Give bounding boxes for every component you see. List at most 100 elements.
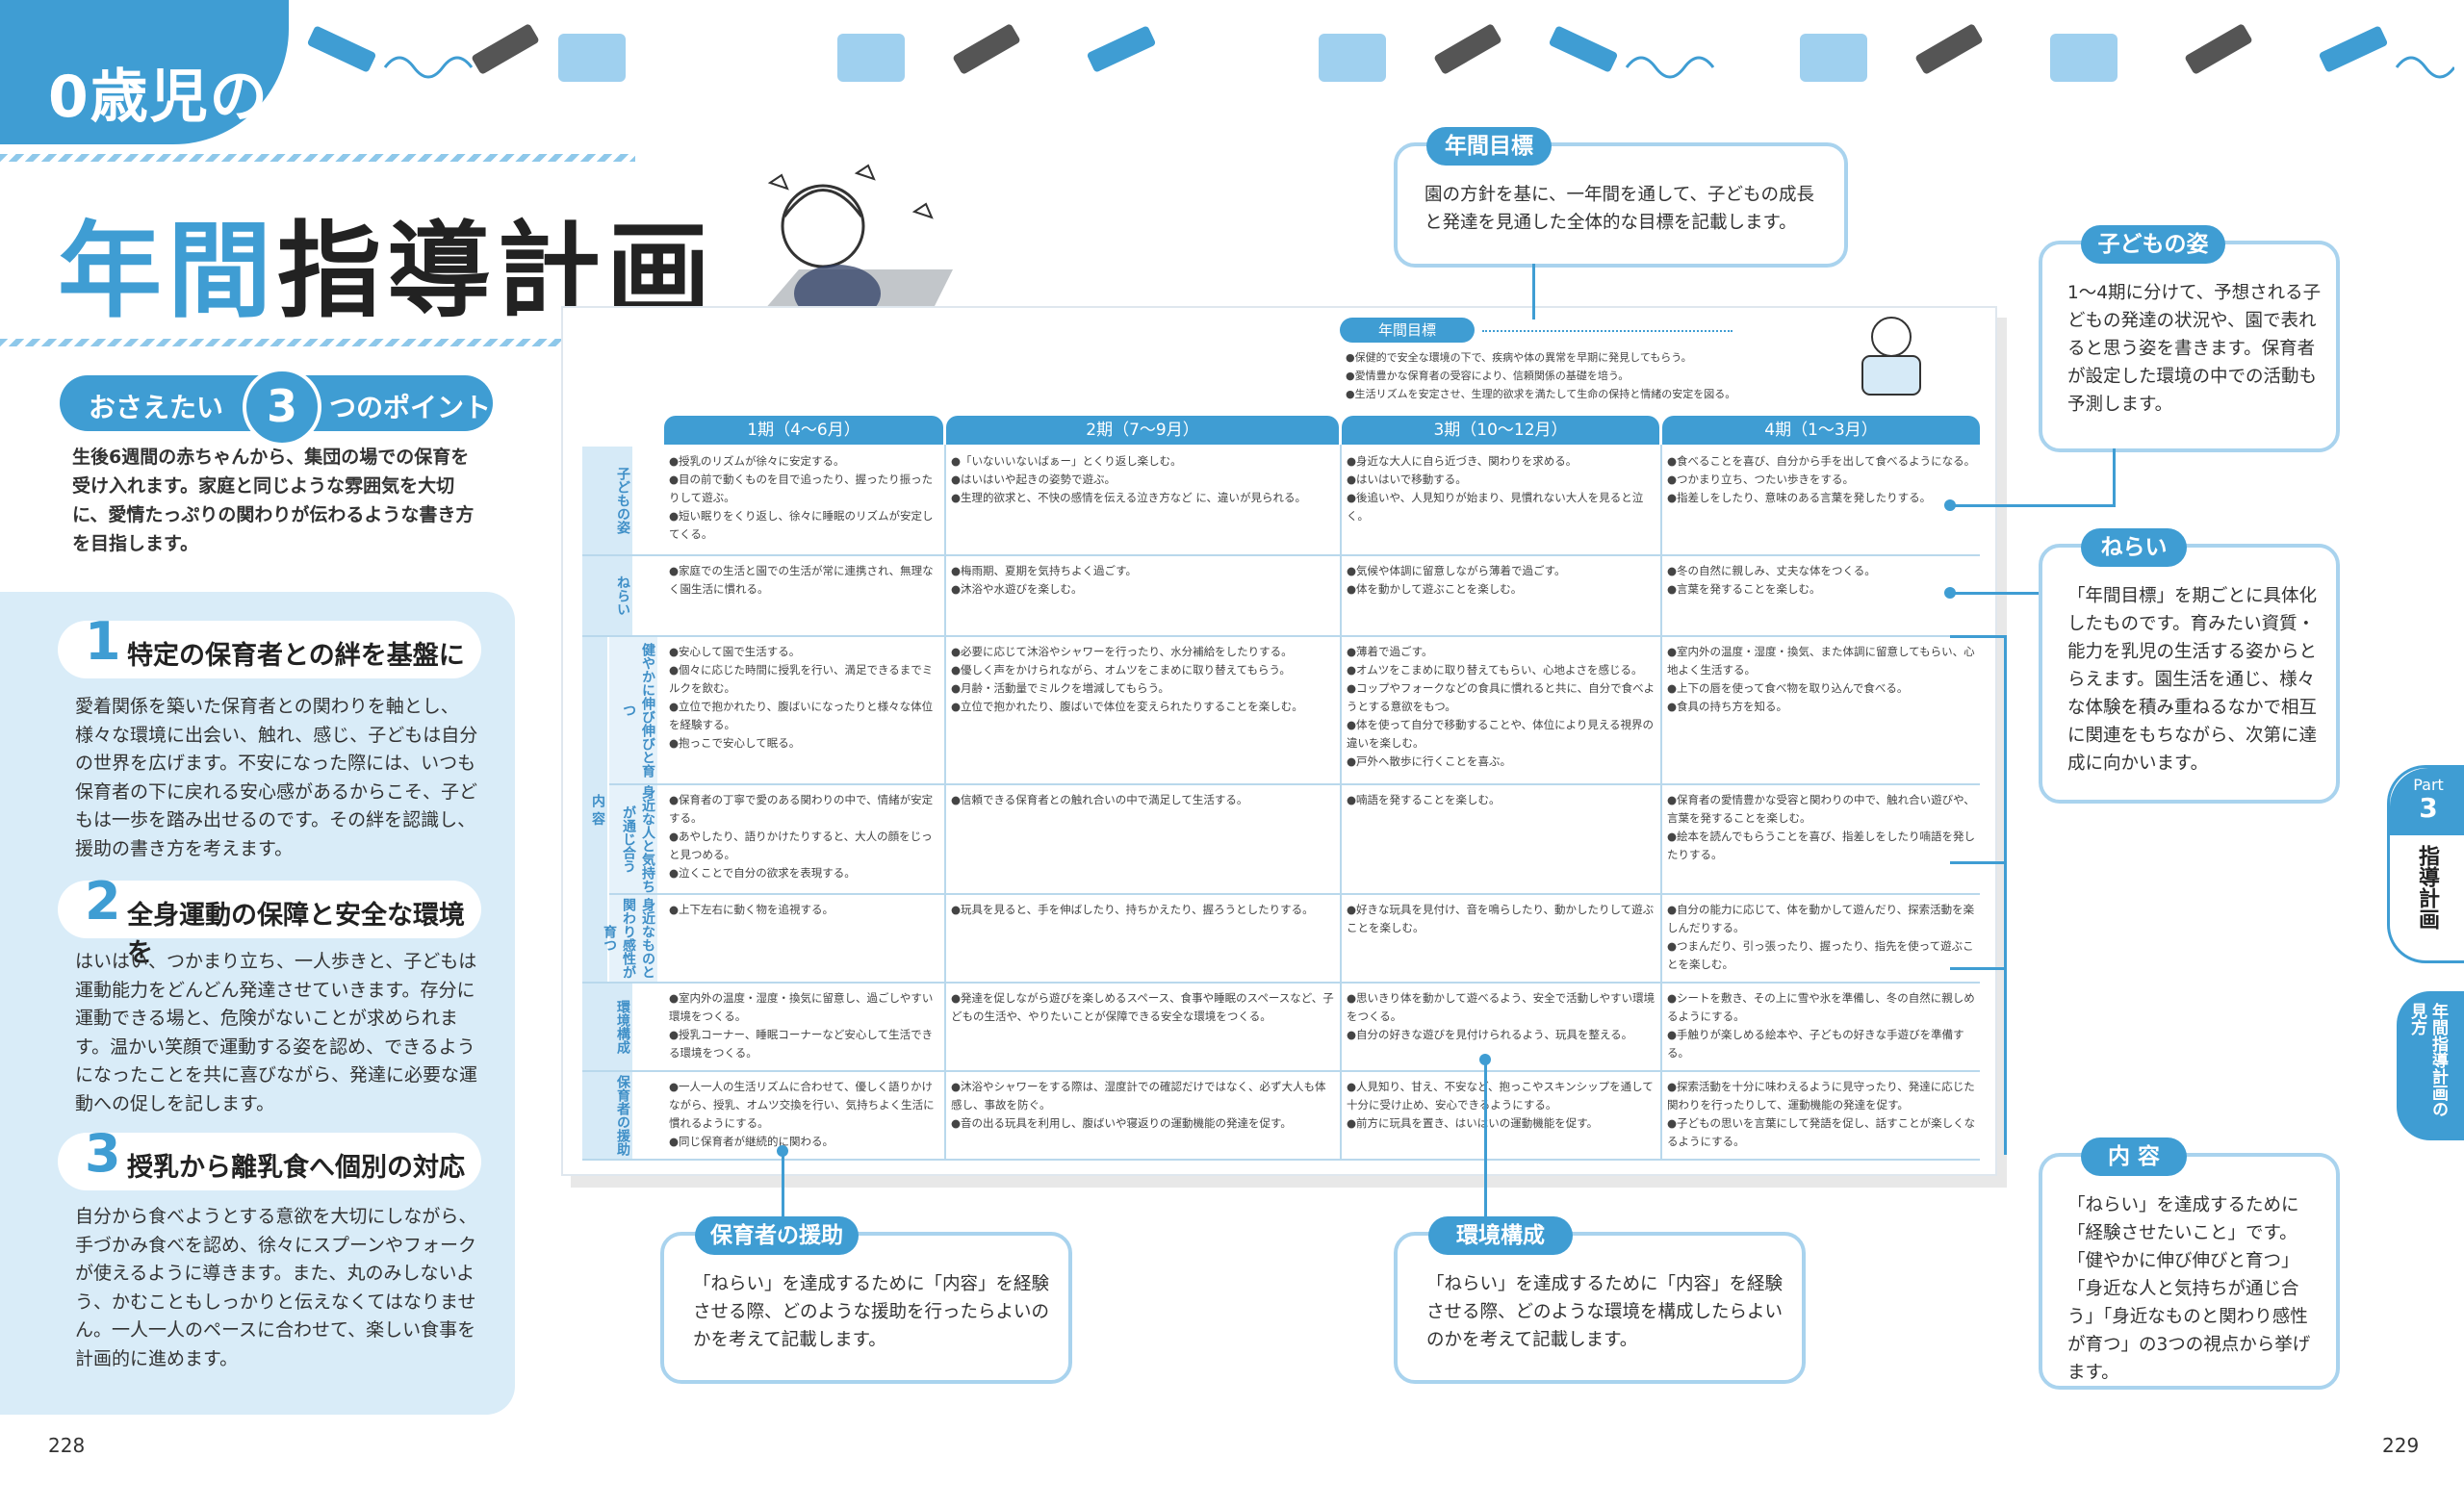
point-3-title: 授乳から離乳食へ個別の対応 bbox=[127, 1153, 465, 1183]
callout-aim-text: 「年間目標」を期ごとに具体化したものです。育みたい資質・能力を乳児の生活する姿か… bbox=[2067, 586, 2318, 774]
row-label-content: 内 容 bbox=[582, 637, 607, 982]
cell-child-p4: ●食べることを喜び、自分から手を出して食べるようになる。●つかまり立ち、つたい歩… bbox=[1667, 454, 1976, 504]
pill-number: 3 bbox=[243, 368, 321, 447]
cell-env-p1: ●室内外の温度・湿度・換気に留意し、過ごしやすい環境をつくる。●授乳コーナー、睡… bbox=[669, 991, 934, 1060]
col-divider bbox=[1660, 445, 1662, 1159]
callout-content: 内 容 「ねらい」を達成するために「経験させたいこと」です。「健やかに伸び伸びと… bbox=[2039, 1137, 2340, 1390]
cell-aim-p2: ●梅雨期、夏期を気持ちよく過ごす。●沐浴や水遊びを楽しむ。 bbox=[951, 564, 1137, 596]
page-number-left: 228 bbox=[48, 1434, 86, 1457]
period-4-header: 4期（1〜3月） bbox=[1662, 416, 1980, 445]
cell-c2-p3: ●喃語を発することを楽しむ。 bbox=[1347, 793, 1501, 806]
cell-child-p2: ●「いないいないばぁー」とくり返し楽しむ。●はいはいや起きの姿勢で遊ぶ。●生理的… bbox=[951, 454, 1307, 504]
row-divider bbox=[582, 1070, 1980, 1072]
part-side-tab: Part 3 指導計画 bbox=[2387, 765, 2464, 963]
row-divider bbox=[609, 783, 1980, 785]
row-divider bbox=[582, 982, 1980, 984]
title-part1: 年間 bbox=[58, 212, 278, 332]
row-label-child: 子どもの姿 bbox=[582, 447, 632, 554]
part-word: Part bbox=[2413, 776, 2444, 794]
connector-line bbox=[2004, 635, 2007, 1155]
row-label-env: 環境構成 bbox=[582, 984, 632, 1070]
point-1-text: 愛着関係を築いた保育者との関わりを軸とし、様々な環境に出会い、触れ、感じ、子ども… bbox=[75, 696, 478, 859]
part-number: 3 bbox=[2419, 792, 2438, 824]
wave-divider-2 bbox=[0, 339, 635, 346]
point-2-text: はいはい、つかまり立ち、一人歩きと、子どもは運動能力をどんどん発達させていきます… bbox=[75, 951, 478, 1114]
cell-c1-p1: ●安心して園で生活する。●個々に応じた時間に授乳を行い、満足できるまでミルクを飲… bbox=[669, 645, 934, 750]
callout-child-state-tag: 子どもの姿 bbox=[2081, 225, 2225, 264]
callout-annual-goal: 年間目標 園の方針を基に、一年間を通して、子どもの成長と発達を見通した全体的な目… bbox=[1394, 127, 1848, 268]
period-1-header: 1期（4〜6月） bbox=[664, 416, 943, 445]
row-label-support: 保育者の援助 bbox=[582, 1072, 632, 1159]
cell-c3-p4: ●自分の能力に応じて、体を動かして遊んだり、探索活動を楽しんだりする。●つまんだ… bbox=[1667, 903, 1975, 971]
point-3-heading: 3 授乳から離乳食へ個別の対応 bbox=[58, 1123, 481, 1190]
connector-dot bbox=[1479, 1054, 1491, 1065]
row-label-c1: 健やかに伸び伸びと育つ bbox=[609, 637, 657, 783]
part-label: 指導計画 bbox=[2415, 845, 2439, 930]
connector-line bbox=[1950, 635, 2006, 638]
pill-left: おさえたい bbox=[89, 392, 224, 423]
row-divider bbox=[582, 1159, 1980, 1161]
section-label: 年間指導計画の見方 bbox=[2407, 1003, 2448, 1117]
callout-annual-goal-text: 園の方針を基に、一年間を通して、子どもの成長と発達を見通した全体的な目標を記載し… bbox=[1424, 185, 1814, 233]
point-3-text: 自分から食べようとする意欲を大切にしながら、手づかみ食べを認め、徐々にスプーンや… bbox=[75, 1206, 477, 1369]
stationery-decoration bbox=[307, 24, 2454, 82]
sheet-goal-1: ●保健的で安全な環境の下で、疾病や体の異常を早期に発見してもらう。 bbox=[1346, 351, 1692, 364]
cell-c2-p1: ●保育者の丁寧で愛のある関わりの中で、情緒が安定する。●あやしたり、語りかけたり… bbox=[669, 793, 934, 880]
col-divider bbox=[1340, 445, 1342, 1159]
cell-child-p3: ●身近な大人に自ら近づき、関わりを求める。●はいはいで移動する。●後追いや、人見… bbox=[1347, 454, 1644, 523]
cell-env-p3: ●思いきり体を動かして遊べるよう、安全で活動しやすい環境をつくる。●自分の好きな… bbox=[1347, 991, 1656, 1041]
cell-support-p1: ●一人一人の生活リズムに合わせて、優しく語りかけながら、授乳、オムツ交換を行い、… bbox=[669, 1080, 935, 1148]
callout-annual-goal-tag: 年間目標 bbox=[1426, 127, 1552, 166]
cell-c3-p1: ●上下左右に動く物を追視する。 bbox=[669, 903, 834, 916]
cell-child-p1: ●授乳のリズムが徐々に安定する。●目の前で動くものを目で追ったり、握ったり振った… bbox=[669, 454, 934, 541]
connector-line bbox=[1950, 967, 2006, 970]
row-label-c2: 身近な人と気持ちが通じ合う bbox=[609, 785, 657, 893]
sheet-goals: ●保健的で安全な環境の下で、疾病や体の異常を早期に発見してもらう。 ●愛情豊かな… bbox=[1346, 348, 1735, 403]
callout-support-tag: 保育者の援助 bbox=[695, 1216, 859, 1255]
row-label-aim: ねらい bbox=[582, 556, 632, 635]
cell-env-p2: ●発達を促しながら遊びを楽しめるスペース、食事や睡眠のスペースなど、子どもの生活… bbox=[951, 991, 1334, 1023]
sheet-goal-3: ●生活リズムを安定させ、生理的欲求を満たして生命の保持と情緒の安定を図る。 bbox=[1346, 388, 1736, 400]
callout-environment: 環境構成 「ねらい」を達成するために「内容」を経験させる際、どのような環境を構成… bbox=[1394, 1216, 1806, 1384]
connector-line bbox=[782, 1150, 784, 1232]
cell-c2-p2: ●信頼できる保育者との触れ合いの中で満足して生活する。 bbox=[951, 793, 1248, 806]
connector-line bbox=[1484, 1059, 1487, 1232]
period-3-header: 3期（10〜12月） bbox=[1342, 416, 1659, 445]
callout-environment-text: 「ねらい」を達成するために「内容」を経験させる際、どのような環境を構成したらよい… bbox=[1426, 1274, 1784, 1350]
section-side-tab: 年間指導計画の見方 bbox=[2397, 991, 2464, 1140]
connector-dot bbox=[1944, 499, 1956, 511]
cell-aim-p3: ●気候や体調に留意しながら薄着で過ごす。●体を動かして遊ぶことを楽しむ。 bbox=[1347, 564, 1566, 596]
callout-child-state-text: 1〜4期に分けて、予想される子どもの発達の状況や、園で表れると思う姿を書きます。… bbox=[2067, 283, 2322, 415]
callout-support-text: 「ねらい」を達成するために「内容」を経験させる際、どのような援助を行ったらよいの… bbox=[693, 1274, 1050, 1350]
point-2-heading: 2 全身運動の保障と安全な環境を bbox=[58, 871, 481, 968]
sheet-goal-label: 年間目標 bbox=[1340, 318, 1475, 343]
point-1-title: 特定の保育者との絆を基盤に bbox=[127, 641, 465, 671]
cell-c1-p2: ●必要に応じて沐浴やシャワーを行ったり、水分補給をしたりする。●優しく声をかけら… bbox=[951, 645, 1303, 713]
row-divider bbox=[609, 893, 1980, 895]
callout-support: 保育者の援助 「ねらい」を達成するために「内容」を経験させる際、どのような援助を… bbox=[660, 1216, 1072, 1384]
connector-dot bbox=[1944, 587, 1956, 599]
pill-right: つのポイント bbox=[329, 392, 492, 423]
cell-support-p2: ●沐浴やシャワーをする際は、湿度計での確認だけではなく、必ず大人も体感し、事故を… bbox=[951, 1080, 1326, 1130]
row-label-c3: 身近なものと関わり感性が育つ bbox=[602, 895, 657, 982]
cell-c1-p3: ●薄着で過ごす。●オムツをこまめに取り替えてもらい、心地よさを感じる。●コップや… bbox=[1347, 645, 1656, 768]
sheet-goal-dotline bbox=[1482, 330, 1732, 332]
callout-environment-tag: 環境構成 bbox=[1428, 1216, 1573, 1255]
cell-env-p4: ●シートを敷き、その上に雪や氷を準備し、冬の自然に親しめるようにする。●手触りが… bbox=[1667, 991, 1975, 1060]
age-tab bbox=[0, 0, 289, 144]
points-pill: おさえたい 3 つのポイント bbox=[60, 368, 493, 447]
age-title: 0歳児の bbox=[48, 64, 270, 131]
cell-support-p4: ●探索活動を十分に味わえるように見守ったり、発達に応じた関わりを行ったりして、運… bbox=[1667, 1080, 1976, 1148]
point-1-heading: 1 特定の保育者との絆を基盤に bbox=[58, 611, 481, 678]
intro-text: 生後6週間の赤ちゃんから、集団の場での保育を受け入れます。家庭と同じような雰囲気… bbox=[72, 447, 475, 554]
cell-c3-p2: ●玩具を見ると、手を伸ばしたり、持ちかえたり、握ろうとしたりする。 bbox=[951, 903, 1314, 916]
point-3-number: 3 bbox=[85, 1123, 121, 1184]
baby-chair-illustration bbox=[1861, 317, 1921, 396]
cell-c3-p3: ●好きな玩具を見付け、音を鳴らしたり、動かしたりして遊ぶことを楽しむ。 bbox=[1347, 903, 1655, 934]
point-1-number: 1 bbox=[85, 611, 121, 672]
connector-line bbox=[1532, 264, 1535, 319]
callout-aim-tag: ねらい bbox=[2081, 528, 2187, 567]
cell-support-p3: ●人見知り、甘え、不安など、抱っこやスキンシップを通して十分に受け止め、安心でき… bbox=[1347, 1080, 1654, 1130]
point-2-title: 全身運動の保障と安全な環境を bbox=[127, 901, 465, 968]
cell-c2-p4: ●保育者の愛情豊かな受容と関わりの中で、触れ合い遊びや、言葉を発することを楽しむ… bbox=[1667, 793, 1975, 861]
